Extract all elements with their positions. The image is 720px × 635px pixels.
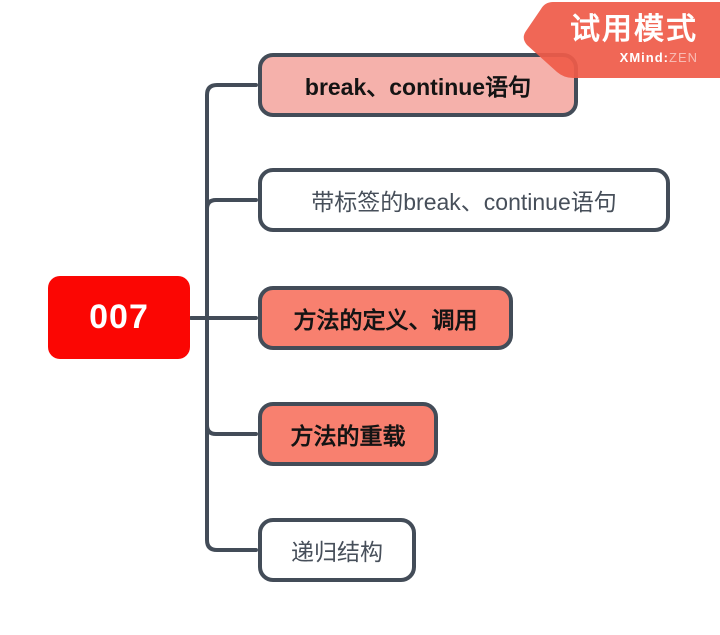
topic-method-definition-call[interactable]: 方法的定义、调用	[258, 286, 513, 350]
root-topic[interactable]: 007	[48, 276, 190, 359]
trial-banner-title: 试用模式	[570, 13, 698, 46]
trial-banner-brand: XMind:ZEN	[570, 50, 698, 65]
topic-labeled-break-continue[interactable]: 带标签的break、continue语句	[258, 168, 670, 232]
topic-recursion[interactable]: 递归结构	[258, 518, 416, 582]
trial-ribbon-shape	[523, 2, 720, 78]
topic-method-overload[interactable]: 方法的重载	[258, 402, 438, 466]
trial-mode-banner: 试用模式 XMind:ZEN	[500, 0, 720, 100]
topic-break-continue[interactable]: break、continue语句	[258, 53, 578, 117]
connector-branch-2	[205, 198, 258, 211]
brand-xmind-text: XMind	[619, 50, 664, 65]
brand-zen-text: ZEN	[669, 50, 698, 65]
connector-branch-4	[205, 423, 258, 436]
brand-separator: :	[663, 50, 669, 65]
